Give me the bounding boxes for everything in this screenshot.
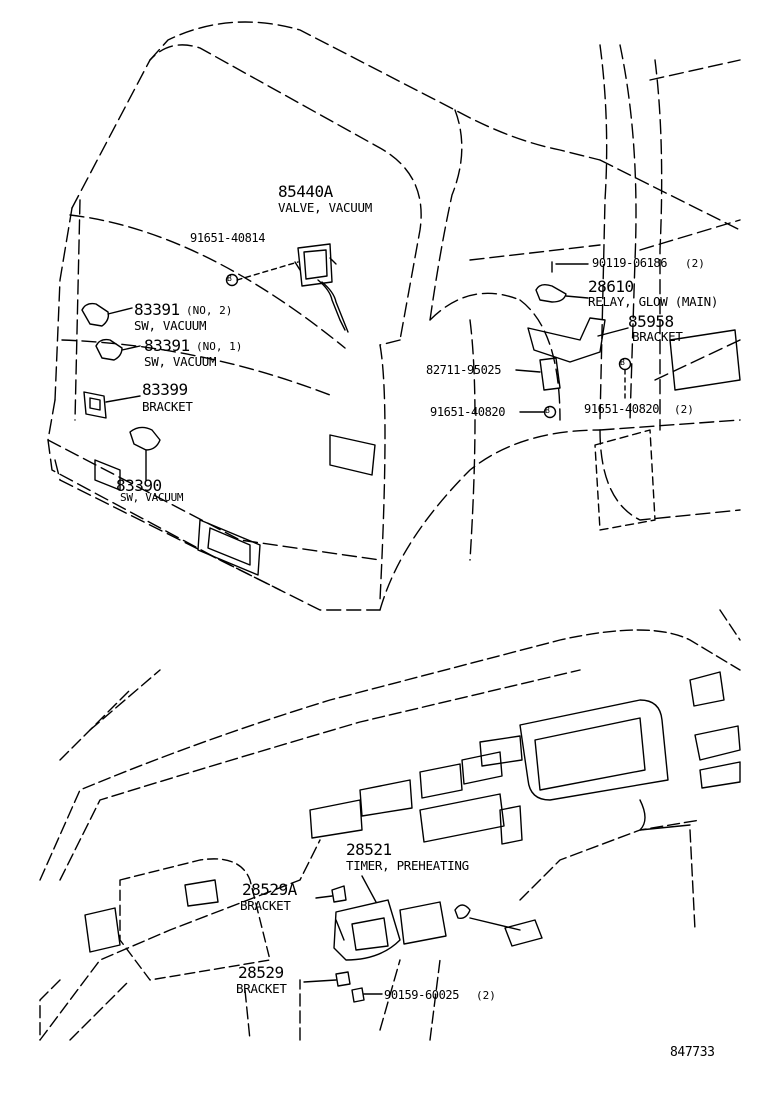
dash-panels — [84, 671, 741, 981]
bracket-28529A-name: BRACKET — [240, 898, 291, 913]
sw-vacuum-83390-name: SW, VACUUM — [120, 491, 184, 504]
bracket-28529-name: BRACKET — [236, 981, 287, 996]
timer-preheating-part-number: 28521 — [346, 840, 392, 859]
sw-vacuum-no2-qualifier: (NO, 2) — [186, 304, 233, 317]
sw-vacuum-83390-part-number: 83390 — [116, 476, 162, 495]
clamp-82711-part-number: 82711-95025 — [426, 363, 502, 377]
circled-b-icon: B — [227, 274, 232, 283]
sw-vacuum-no1-name: SW, VACUUM — [144, 354, 217, 369]
dashboard-outline — [39, 609, 741, 1041]
relay-glow-part-number: 28610 — [588, 277, 634, 296]
sw-vacuum-no1-part-number: 83391 — [144, 336, 190, 355]
relay-glow-name: RELAY, GLOW (MAIN) — [588, 294, 719, 309]
grille — [94, 329, 741, 576]
timer-preheating-part — [333, 875, 401, 961]
bracket-28529-part-number: 28529 — [238, 963, 284, 982]
relay-bracket-part — [515, 261, 629, 391]
valve-vacuum-part-number: 85440A — [278, 182, 333, 201]
bracket-85958-name: BRACKET — [632, 329, 683, 344]
sw-vacuum-no1-part — [95, 338, 141, 361]
bracket-83399-part — [83, 391, 141, 419]
sw-vacuum-no2-part-number: 83391 — [134, 300, 180, 319]
bracket-83399-name: BRACKET — [142, 399, 193, 414]
timer-preheating-name: TIMER, PREHEATING — [346, 858, 469, 873]
valve-vacuum-part — [294, 243, 349, 333]
steering-column — [399, 901, 543, 947]
sw-vacuum-83390-part — [129, 426, 161, 481]
bracket-28529A-part — [315, 885, 347, 903]
bolt-90119-qty: (2) — [685, 257, 705, 270]
bracket-85958-part-number: 85958 — [628, 312, 674, 331]
bracket-28529A-part-number: 28529A — [242, 880, 297, 899]
drawing-number: 847733 — [670, 1045, 715, 1060]
bracket-28529-part — [303, 971, 351, 987]
circled-b-icon: B — [545, 406, 550, 415]
bolt-91651-40814-part-number: 91651-40814 — [190, 231, 266, 245]
truck-cab-outline — [47, 21, 741, 611]
sw-vacuum-no2-part — [81, 302, 133, 327]
bolt-91651-40820-right-part-number: 91651-40820 — [584, 402, 660, 416]
valve-vacuum-name: VALVE, VACUUM — [278, 200, 372, 215]
screw-90159-part — [351, 987, 383, 1003]
bolt-91651-40820-left-part-number: 91651-40820 — [430, 405, 506, 419]
bracket-83399-part-number: 83399 — [142, 380, 188, 399]
bolt-91651-40820-right-qty: (2) — [674, 403, 694, 416]
bolt-90119-part-number: 90119-06186 — [592, 256, 668, 270]
sw-vacuum-no1-qualifier: (NO, 1) — [196, 340, 243, 353]
screw-90159-part-number: 90159-60025 — [384, 988, 460, 1002]
screw-90159-qty: (2) — [476, 989, 496, 1002]
bolt-marker-40814 — [225, 273, 239, 287]
circled-b-icon: B — [620, 358, 625, 367]
sw-vacuum-no2-name: SW, VACUUM — [134, 318, 207, 333]
